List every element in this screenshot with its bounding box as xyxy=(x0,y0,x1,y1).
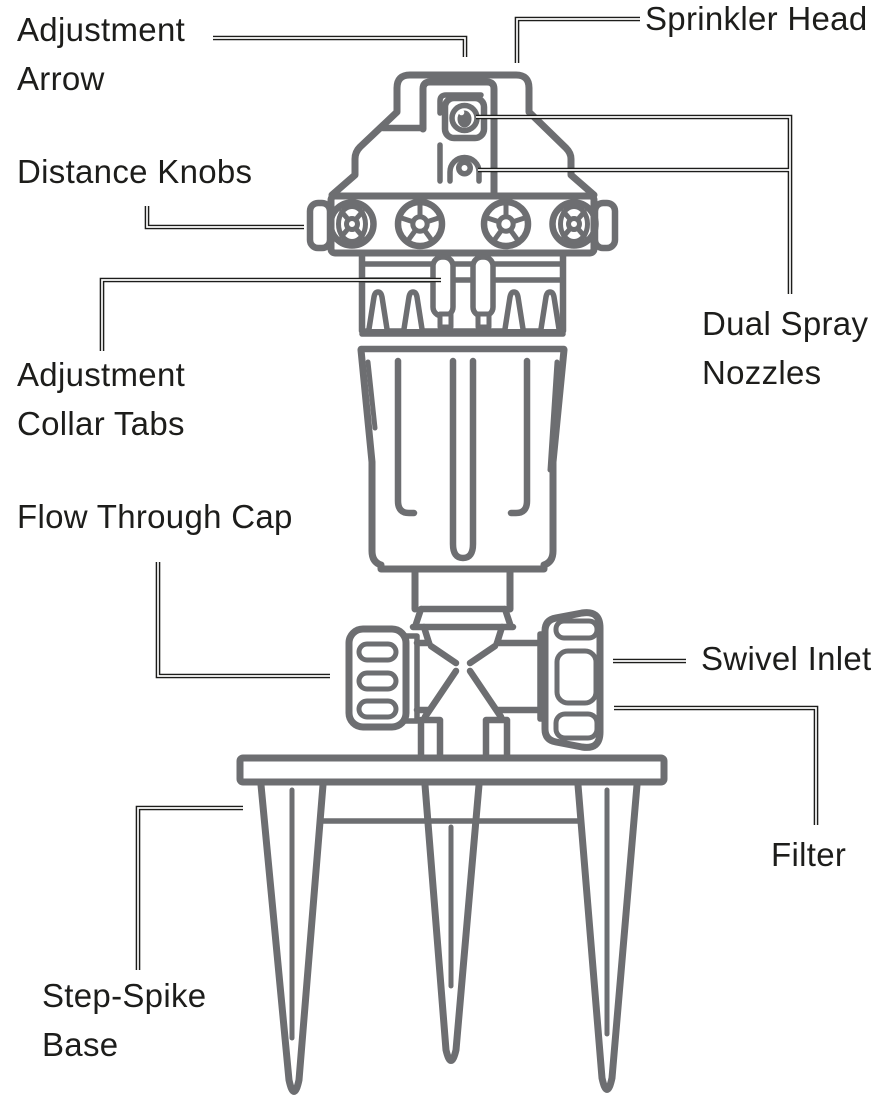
spike-left xyxy=(257,781,327,1095)
label-line: Dual Spray xyxy=(702,305,869,342)
base-platform xyxy=(236,754,668,786)
label-line: Step-Spike xyxy=(42,977,207,1014)
spike-right xyxy=(574,781,641,1093)
label-line: Collar Tabs xyxy=(17,405,185,442)
label-line: Arrow xyxy=(17,60,105,97)
sprinkler-body xyxy=(357,331,568,573)
collar-tab xyxy=(404,292,422,329)
leader-distance-knobs xyxy=(144,206,304,230)
leader-sprinkler-head xyxy=(514,16,640,63)
label-line: Flow Through Cap xyxy=(17,498,293,535)
step-spike-base xyxy=(236,754,668,1095)
collar-tab-tall-left xyxy=(430,254,456,319)
nozzle-housing xyxy=(419,78,498,197)
collar-tab xyxy=(541,292,559,329)
label-filter: Filter xyxy=(771,830,846,879)
leader-flow-through-cap xyxy=(155,562,330,679)
head-outline xyxy=(328,71,598,199)
label-distance-knobs: Distance Knobs xyxy=(17,147,252,196)
leader-lines xyxy=(99,16,819,970)
filter-window xyxy=(554,648,599,706)
swivel-inlet-knob xyxy=(541,609,604,751)
label-step-spike-base: Step-Spike Base xyxy=(42,971,206,1069)
leader-step-spike-base xyxy=(135,805,243,970)
label-adjustment-arrow: Adjustment Arrow xyxy=(17,5,185,103)
flow-through-cap xyxy=(345,625,420,731)
sprinkler-head xyxy=(328,71,598,199)
label-line: Distance Knobs xyxy=(17,153,253,190)
swivel-inlet xyxy=(537,609,604,751)
label-line: Sprinkler Head xyxy=(645,0,868,37)
leader-adjustment-collar-tabs xyxy=(99,277,441,351)
tee-body xyxy=(409,565,544,762)
label-sprinkler-head: Sprinkler Head xyxy=(645,0,867,43)
side-knob-left xyxy=(306,199,334,252)
label-line: Base xyxy=(42,1026,119,1063)
spike-middle xyxy=(421,781,483,1064)
collar-tab-tall-right xyxy=(470,254,496,319)
label-line: Filter xyxy=(771,836,847,873)
collar-tab xyxy=(369,292,387,329)
distance-knobs-band xyxy=(306,192,619,257)
label-dual-spray-nozzles: Dual Spray Nozzles xyxy=(702,299,868,397)
label-swivel-inlet: Swivel Inlet xyxy=(701,634,872,683)
body-outline xyxy=(357,346,568,573)
tee-cross-pattern xyxy=(421,642,505,721)
label-line: Nozzles xyxy=(702,354,822,391)
label-line: Swivel Inlet xyxy=(701,640,872,677)
collar-tab xyxy=(505,292,523,329)
label-flow-through-cap: Flow Through Cap xyxy=(17,492,293,541)
label-adjustment-collar-tabs: Adjustment Collar Tabs xyxy=(17,350,185,448)
adjustment-collar xyxy=(358,250,567,335)
label-line: Adjustment xyxy=(17,356,186,393)
label-line: Adjustment xyxy=(17,11,186,48)
leader-adjustment-arrow xyxy=(213,35,468,57)
